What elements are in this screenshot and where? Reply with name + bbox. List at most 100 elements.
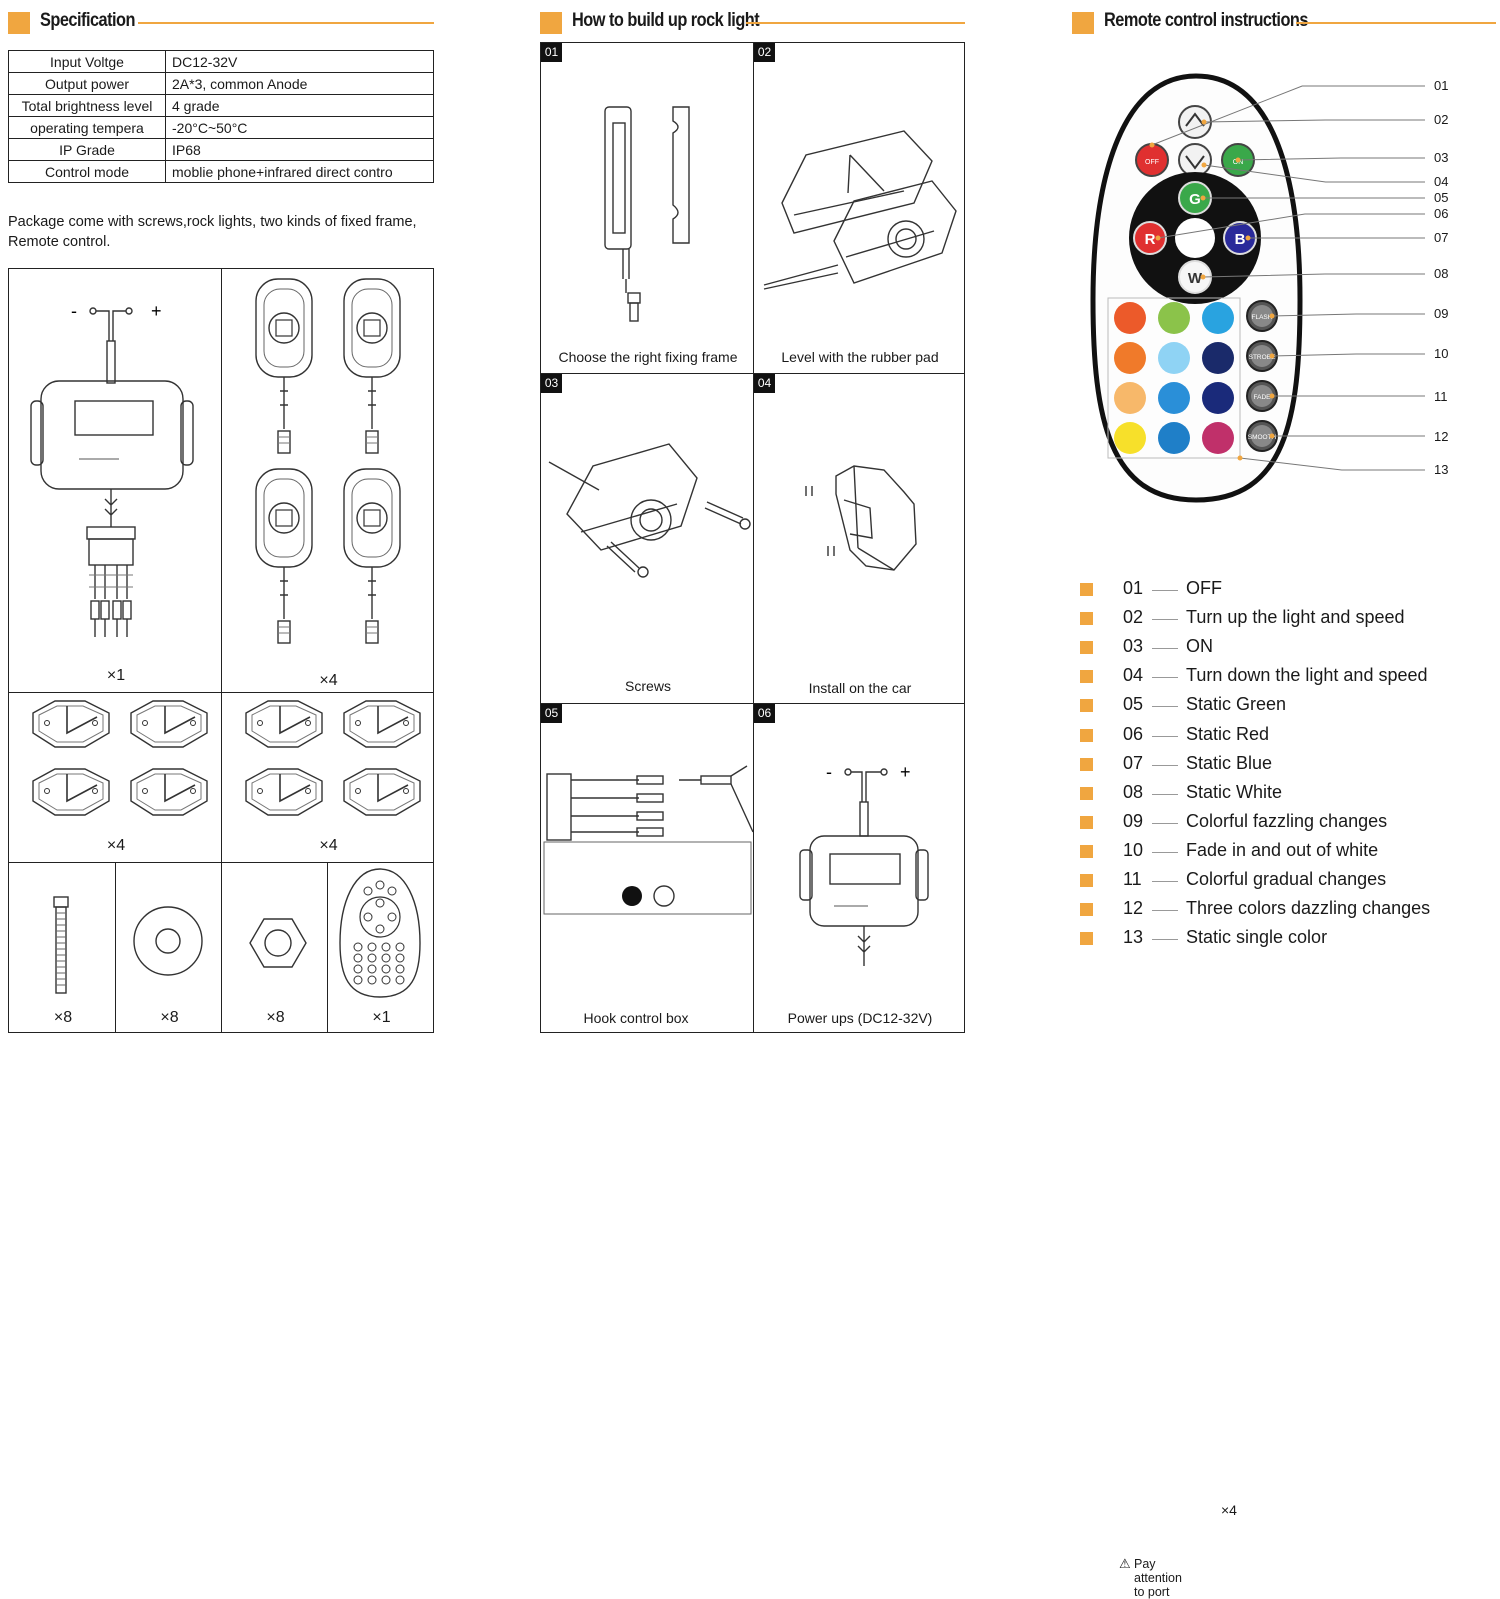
green-button-label: G — [1189, 191, 1201, 208]
smooth-button — [1246, 420, 1278, 452]
callout-number: 09 — [1434, 306, 1449, 321]
spec-title: Specification — [40, 10, 136, 31]
remote-title: Remote control instructions — [1104, 10, 1308, 31]
step-01: 01 Choose the right fixing frame — [540, 42, 754, 374]
flash-button — [1246, 300, 1278, 332]
step-03: 03 Screws — [540, 373, 754, 704]
legend-text: Static Red — [1186, 723, 1270, 744]
callout-number: 13 — [1434, 462, 1449, 477]
legend-text: OFF — [1186, 578, 1222, 598]
legend-text: Colorful gradual changes — [1186, 869, 1387, 889]
callout-line — [1271, 353, 1425, 357]
callout-number: 12 — [1434, 429, 1449, 444]
remote-section-header: Remote control instructions — [1072, 8, 1496, 38]
package-lights-cell: ×4 — [221, 268, 434, 693]
fade-label: FADE — [1254, 394, 1272, 401]
callout-dot — [1269, 393, 1275, 399]
rubber-pad-illustration — [763, 130, 957, 290]
color-button — [1114, 422, 1146, 454]
callout-number: 06 — [1434, 206, 1449, 221]
legend-marker-icon — [1080, 757, 1093, 771]
legend-marker-icon — [1080, 844, 1093, 858]
package-nuts-cell: ×8 — [221, 862, 328, 1033]
power-up-illustration: - + — [799, 762, 929, 966]
legend-text: Static White — [1186, 781, 1283, 802]
brightness-down-button — [1178, 143, 1212, 177]
rock-light-icon — [343, 278, 401, 454]
callout-number: 05 — [1434, 190, 1449, 205]
legend-marker-icon — [1080, 728, 1093, 742]
legend-text: Three colors dazzling changes — [1186, 898, 1431, 919]
legend-number: 06 — [1123, 723, 1144, 744]
strobe-button — [1246, 340, 1278, 372]
legend-text: Fade in and out of white — [1186, 839, 1379, 860]
center-button — [1175, 218, 1215, 258]
callout-line — [1203, 164, 1425, 183]
fixing-frame-icon — [130, 700, 208, 748]
count-label: ×1 — [106, 667, 126, 684]
build-title: How to build up rock light — [572, 10, 760, 31]
warning-icon: ⚠ — [1119, 1556, 1131, 1571]
screws-illustration — [548, 443, 751, 578]
callout-number: 02 — [1434, 112, 1449, 127]
frames-illustration — [245, 700, 421, 816]
section-marker-icon — [8, 12, 30, 34]
callout-line — [1203, 119, 1425, 123]
count-label: ×8 — [53, 1009, 73, 1026]
legend-number: 09 — [1123, 810, 1144, 831]
washer-icon — [133, 906, 203, 976]
remote-icon — [339, 868, 421, 998]
legend-text: ON — [1186, 636, 1213, 657]
callout-number: 03 — [1434, 150, 1449, 165]
callout-number: 04 — [1434, 174, 1449, 189]
rock-light-icon — [255, 278, 313, 454]
package-control-box-cell: - + ×1 — [8, 268, 222, 693]
legend-number: 11 — [1123, 869, 1142, 889]
count-label: ×4 — [106, 837, 126, 854]
fixing-frame-icon — [343, 700, 421, 748]
callout-line — [1237, 157, 1425, 161]
step-caption: Hook control box — [583, 1010, 689, 1026]
legend-marker-icon — [1080, 641, 1093, 655]
callout-line — [1202, 273, 1425, 278]
package-washers-cell: ×8 — [115, 862, 222, 1033]
legend-text: Turn up the light and speed — [1186, 607, 1405, 628]
red-button-label: R — [1145, 231, 1156, 248]
fixing-frame-icon — [245, 700, 323, 748]
step-caption: Level with the rubber pad — [781, 349, 939, 365]
color-button — [1202, 302, 1234, 334]
color-button — [1158, 382, 1190, 414]
legend-number: 10 — [1123, 839, 1144, 860]
count-label: ×8 — [160, 1009, 179, 1026]
svg-text:-: - — [826, 762, 832, 782]
blue-button-label: B — [1235, 231, 1246, 248]
on-button — [1221, 143, 1255, 177]
step-caption: Choose the right fixing frame — [558, 349, 738, 365]
attention-note: Pay attention to port — [1134, 1557, 1182, 1599]
package-screws-cell: ×8 — [8, 862, 116, 1033]
fixing-frame-icon — [32, 768, 110, 816]
legend-marker-icon — [1080, 699, 1093, 713]
section-marker-icon — [540, 12, 562, 34]
callout-dot — [1155, 235, 1161, 241]
remote-body — [339, 868, 421, 998]
screw-icon — [53, 896, 69, 994]
callout-number: 01 — [1434, 78, 1449, 93]
install-car-illustration — [805, 465, 917, 571]
nut-icon — [249, 918, 307, 968]
legend-marker-icon — [1080, 903, 1093, 917]
legend-marker-icon — [1080, 874, 1093, 887]
color-button — [1114, 382, 1146, 414]
legend-text: Colorful fazzling changes — [1186, 810, 1388, 831]
fixing-frame-illustration — [604, 106, 690, 322]
package-frames-a-cell: ×4 — [8, 692, 222, 863]
legend-number: 04 — [1123, 665, 1144, 686]
callout-dot — [1269, 433, 1275, 439]
remote-body — [1090, 73, 1303, 503]
flash-label: FLASH — [1252, 314, 1273, 321]
callout-dot — [1200, 274, 1206, 280]
fixing-frame-icon — [245, 768, 323, 816]
legend-number: 07 — [1123, 752, 1144, 773]
legend-number: 12 — [1123, 898, 1144, 919]
